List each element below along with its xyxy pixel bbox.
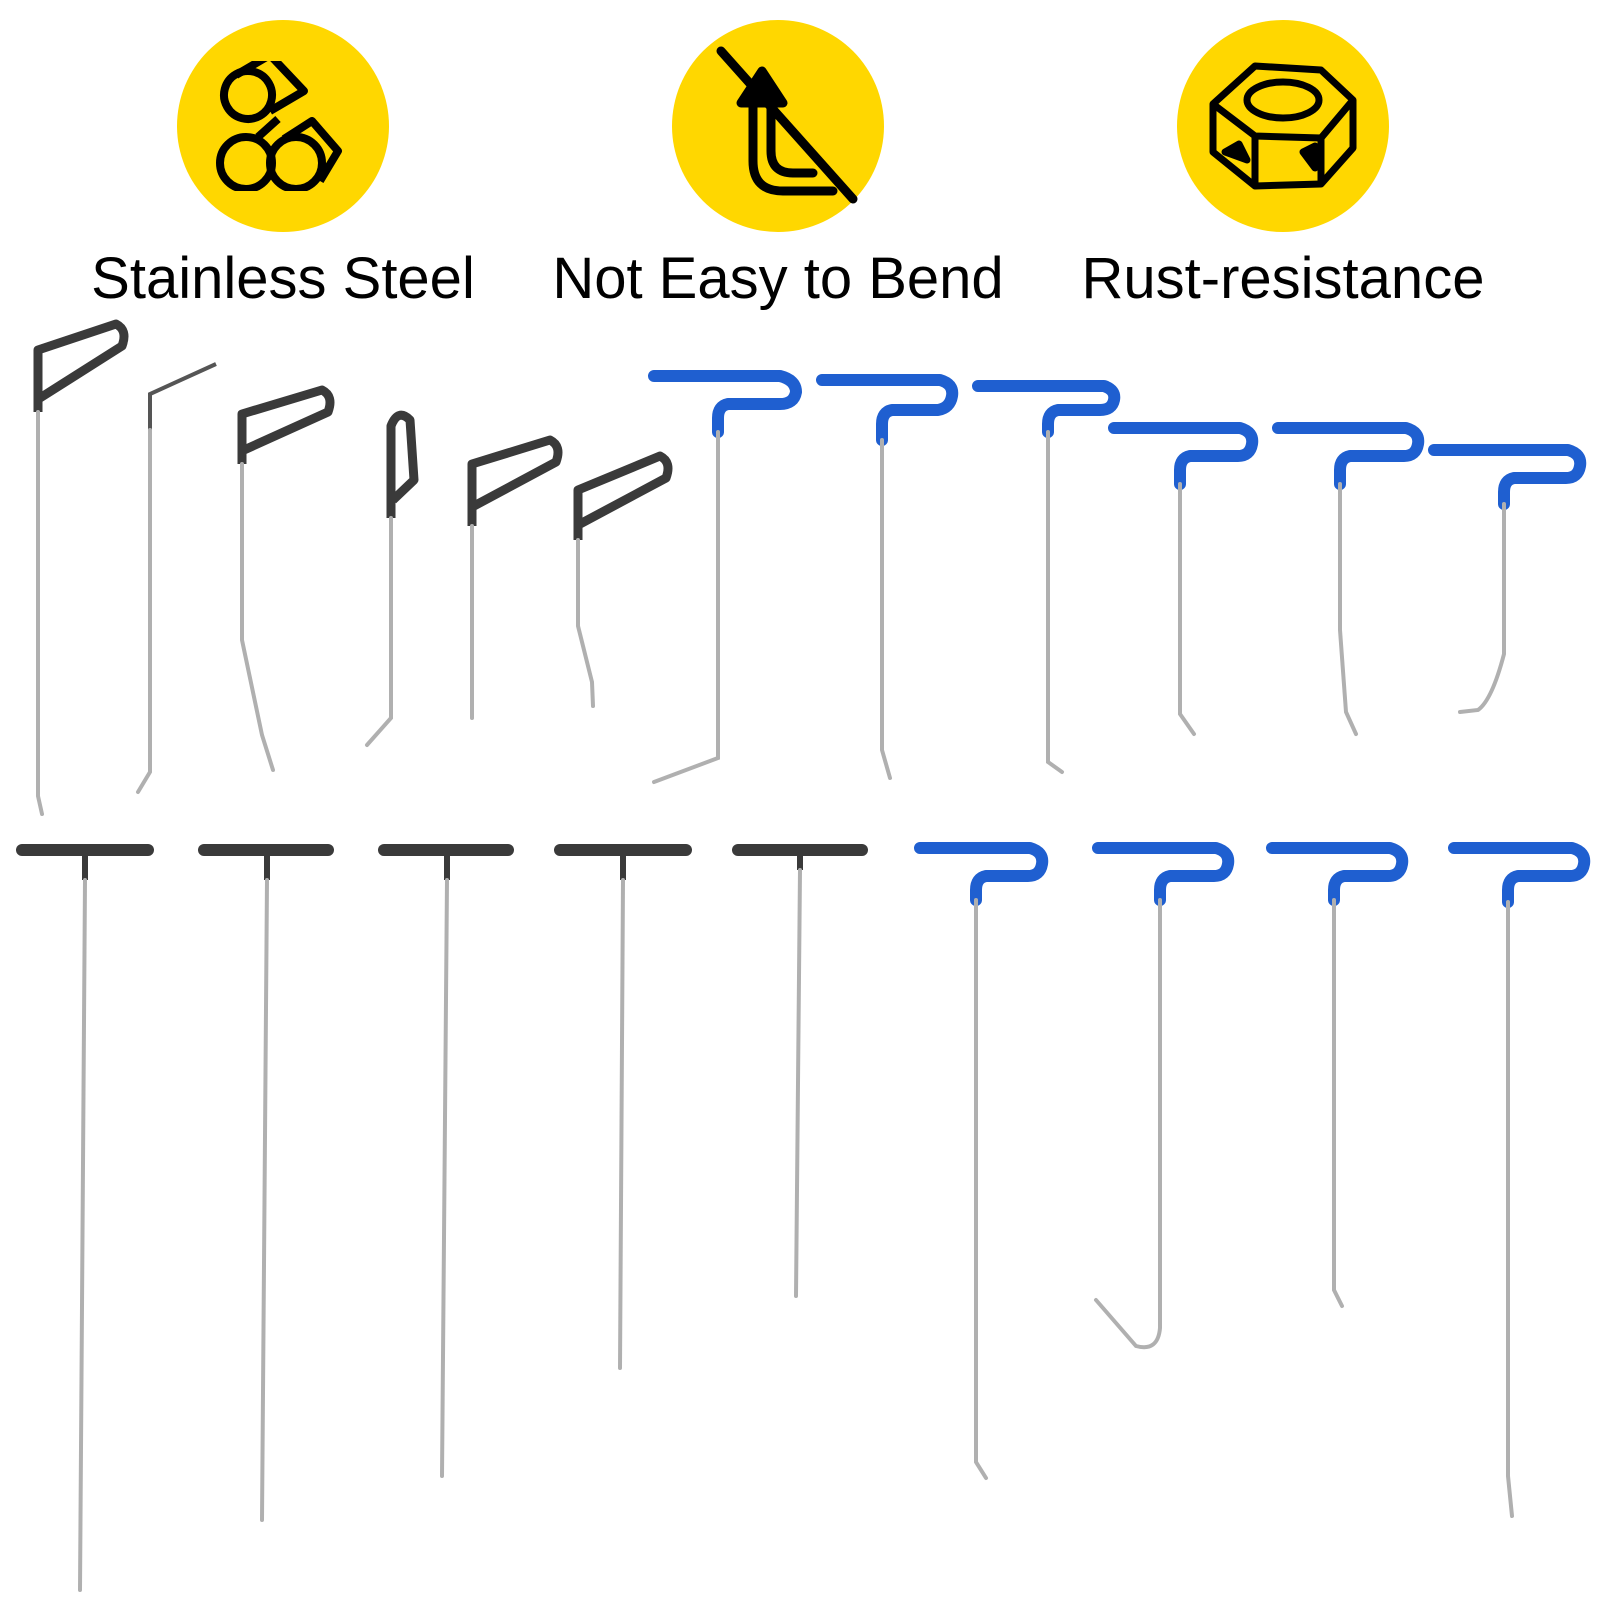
blue-handle-rod bbox=[1092, 842, 1235, 1350]
t-handle-rod bbox=[16, 844, 154, 1592]
blue-handle-rod bbox=[1272, 422, 1425, 736]
feature-label: Stainless Steel bbox=[91, 246, 475, 311]
loop-handle-rod bbox=[237, 385, 335, 772]
blue-handle-rod bbox=[972, 380, 1121, 774]
hex-nut-icon bbox=[1209, 62, 1357, 190]
blue-handle-rod bbox=[1448, 842, 1591, 1518]
loop-handle-rod bbox=[467, 435, 563, 720]
feature-badge bbox=[672, 20, 884, 232]
feature-stainless-steel: Stainless Steel bbox=[33, 20, 533, 312]
feature-badge bbox=[1177, 20, 1389, 232]
blue-handle-rod bbox=[914, 842, 1049, 1480]
feature-not-easy-to-bend: Not Easy to Bend bbox=[528, 20, 1028, 312]
feature-label: Rust-resistance bbox=[1081, 246, 1485, 311]
feature-label: Not Easy to Bend bbox=[552, 246, 1004, 311]
loop-handle-rod bbox=[573, 451, 673, 708]
t-handle-rod bbox=[378, 844, 514, 1478]
blue-handle-rod bbox=[1266, 842, 1409, 1308]
feature-rust-resistance: Rust-resistance bbox=[1033, 20, 1533, 312]
loop-handle-rod bbox=[365, 410, 419, 747]
blue-handle-rod bbox=[1108, 422, 1259, 736]
blue-handle-rod bbox=[648, 370, 802, 784]
blue-handle-rod bbox=[816, 374, 959, 780]
t-handle-rod bbox=[198, 844, 334, 1522]
loop-handle-rod bbox=[33, 319, 129, 816]
blue-handle-rod bbox=[1428, 444, 1587, 714]
feature-badge bbox=[177, 20, 389, 232]
wire-rod bbox=[136, 362, 217, 794]
t-handle-rod bbox=[732, 844, 868, 1298]
no-bend-icon bbox=[716, 46, 858, 204]
t-handle-rod bbox=[554, 844, 692, 1370]
steel-rods-icon bbox=[216, 61, 342, 191]
